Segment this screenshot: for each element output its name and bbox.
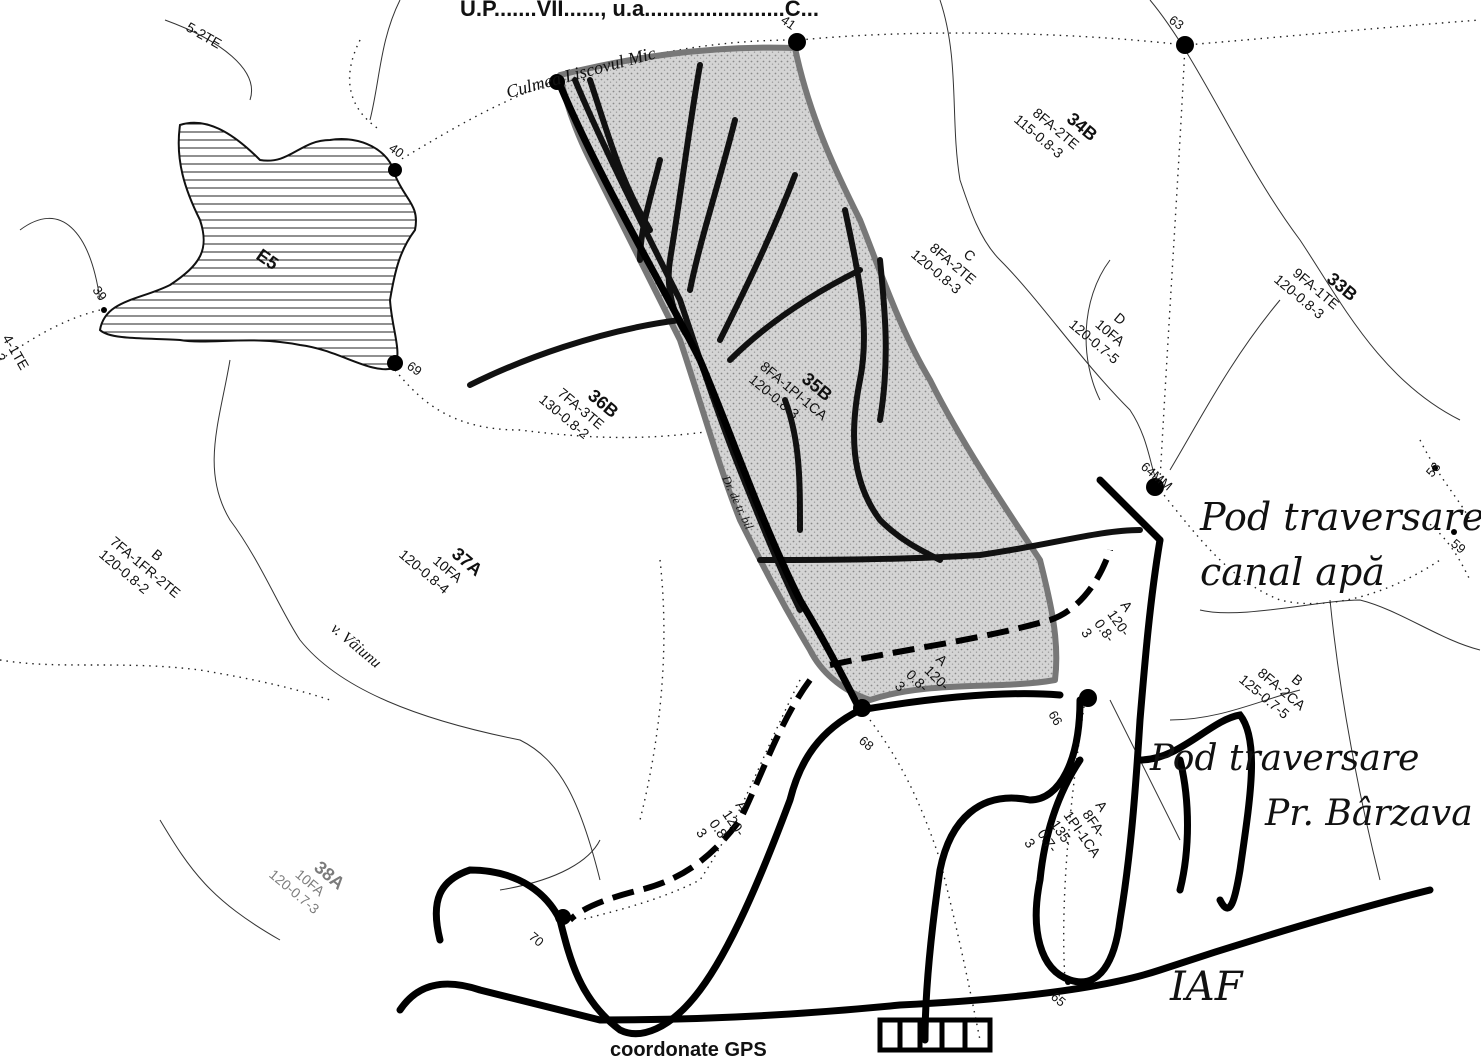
parcel-a-road-west: A 120- 0.8- 3 (693, 798, 751, 846)
parcel-38a: 38A 10FA 120-0.7-3 (266, 857, 348, 917)
bridge-barzava-line2: Pr. Bârzava (1264, 793, 1473, 834)
svg-text:3: 3 (1078, 625, 1096, 641)
parcel-b-east: B 8FA-2CA 125-0.7-5 (1236, 664, 1309, 722)
svg-text:7-2: 7-2 (0, 340, 10, 366)
svg-text:3: 3 (1021, 835, 1039, 851)
point-40: 40 (386, 140, 406, 161)
parcel-34b: 34B 8FA-2TE 115-0.8-3 (1011, 104, 1101, 161)
parcel-left-edge: 4-1TE 7-2 (0, 332, 32, 373)
point-68: 68 (856, 733, 877, 754)
point-58: 58 (1423, 459, 1444, 480)
parcel-top-left: 5-2TE (184, 19, 225, 52)
point-69: 69 (404, 358, 424, 379)
svg-text:3: 3 (693, 825, 711, 841)
bridge-canal-line1: Pod traversare (1199, 495, 1481, 539)
forest-roads (396, 81, 1434, 1044)
bridge-barzava-line1: Pod traversare (1149, 738, 1419, 779)
parcel-d: D 10FA 120-0.7-5 (1066, 309, 1129, 367)
bridge-canal-line2: canal apă (1200, 550, 1385, 594)
footer-text: coordonate GPS (610, 1039, 767, 1056)
parcel-c: C 8FA-2TE 120-0.8-3 (908, 239, 979, 297)
parcel-boundaries (19, 0, 1481, 941)
survey-points (101, 33, 1457, 985)
bridge-marks (877, 1017, 993, 1053)
point-41: 41 (778, 12, 798, 33)
parcel-36b: 36B 7FA-3TE 130-0.8-2 (536, 384, 622, 442)
parcel-37a: 37A 10FA 120-0.8-4 (396, 543, 486, 597)
point-70: 70 (526, 929, 547, 950)
parcel-a-road-east: A 120- 0.8- 3 (1078, 598, 1136, 646)
header-text: U.P.......VII......, u.a................… (460, 0, 819, 21)
stream-label: v. Vâiunu (327, 620, 384, 672)
parcel-b-west: B 7FA-1FR-2TE 120-0.8-2 (96, 533, 183, 601)
enclave-e5 (98, 121, 417, 371)
point-66: 66 (1045, 708, 1065, 728)
parcel-33b: 33B 9FA-1TE 120-0.8-3 (1271, 264, 1361, 322)
cut-area-35b (557, 44, 1060, 703)
point-63: 63 (1166, 12, 1186, 33)
initials: IAF (1169, 964, 1244, 1010)
point-39: 39 (90, 283, 111, 303)
proposed-road (567, 549, 1113, 923)
